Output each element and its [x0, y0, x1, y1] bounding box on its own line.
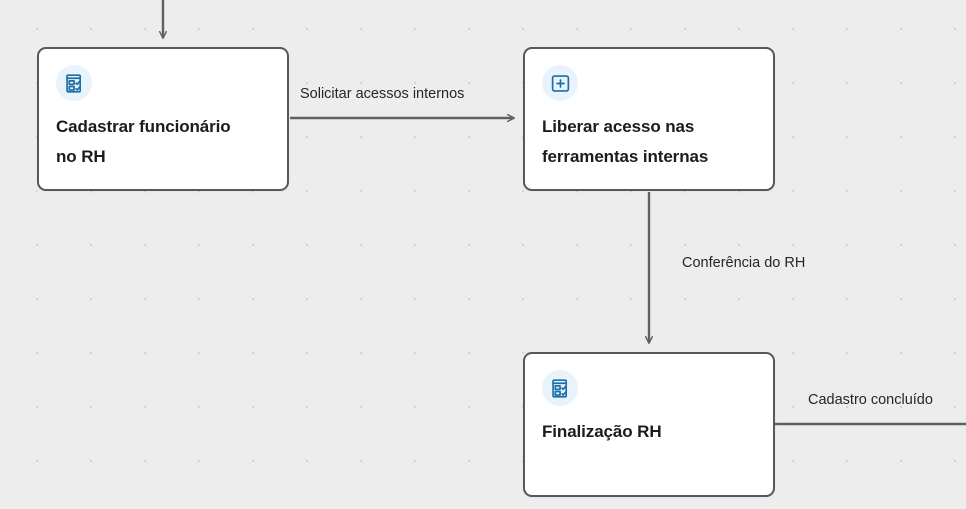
flow-node-label: Liberar acesso nas ferramentas internas [542, 117, 709, 166]
edge-label-solicitar-acessos-internos: Solicitar acessos internos [300, 86, 465, 102]
flow-node-cadastrar-funcionario-no-rh[interactable]: Cadastrar funcionário no RH [37, 47, 289, 191]
flow-node-label: Finalização RH [542, 422, 662, 441]
flow-node-liberar-acesso-nas-ferramentas-internas[interactable]: Liberar acesso nas ferramentas internas [523, 47, 775, 191]
edge-label-cadastro-concluido: Cadastro concluído [808, 392, 933, 408]
plus-square-icon [542, 65, 578, 101]
edge-label-conferencia-do-rh: Conferência do RH [682, 255, 806, 271]
flow-node-finalizacao-rh[interactable]: Finalização RH [523, 352, 775, 497]
checklist-form-icon [56, 65, 92, 101]
checklist-form-icon [542, 370, 578, 406]
flow-node-label: Cadastrar funcionário no RH [56, 117, 231, 166]
